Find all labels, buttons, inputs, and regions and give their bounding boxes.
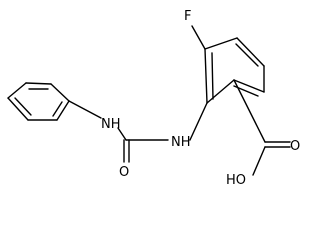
ring-bond (204, 37, 238, 50)
ring-bond (236, 37, 265, 67)
phenyl-bond (25, 82, 52, 85)
urea-linkage (117, 127, 169, 163)
chemical-structure: F NH O NH O HO (7, 9, 300, 188)
carboxylic-acid-group (233, 79, 291, 176)
ring-bond (206, 79, 235, 104)
phenyl-double-bond (52, 101, 63, 117)
fluorobenzoic-ring (204, 37, 265, 104)
urea-oxygen-label: O (119, 165, 129, 180)
acid-oxygen-label: O (290, 139, 300, 154)
phenyl-bond (56, 100, 70, 121)
phenyl-double-bond (14, 97, 32, 116)
ring-bond (204, 48, 208, 104)
phenyl-bond (50, 83, 70, 102)
acid-hydroxyl-label: HO (226, 173, 246, 188)
ring-double-bond (211, 52, 214, 100)
fluorine-label: F (184, 9, 191, 24)
ring-carboxyl-bond (233, 79, 266, 143)
carboxyl-hydroxyl-bond (252, 146, 266, 176)
urea-nh-right-label: NH (171, 135, 191, 150)
phenyl-bond (7, 97, 29, 121)
phenyl-bond (7, 82, 27, 99)
nh-carbonyl-bond (117, 127, 127, 141)
phenyl-nh-bond (68, 100, 102, 119)
ring-double-bond (235, 43, 259, 67)
urea-nh-left-label: NH (101, 117, 121, 132)
ring-fluorine-bond (191, 25, 206, 50)
ring-bond (233, 79, 265, 93)
phenyl-ring (7, 82, 70, 121)
nh-ring-bond (189, 102, 208, 141)
